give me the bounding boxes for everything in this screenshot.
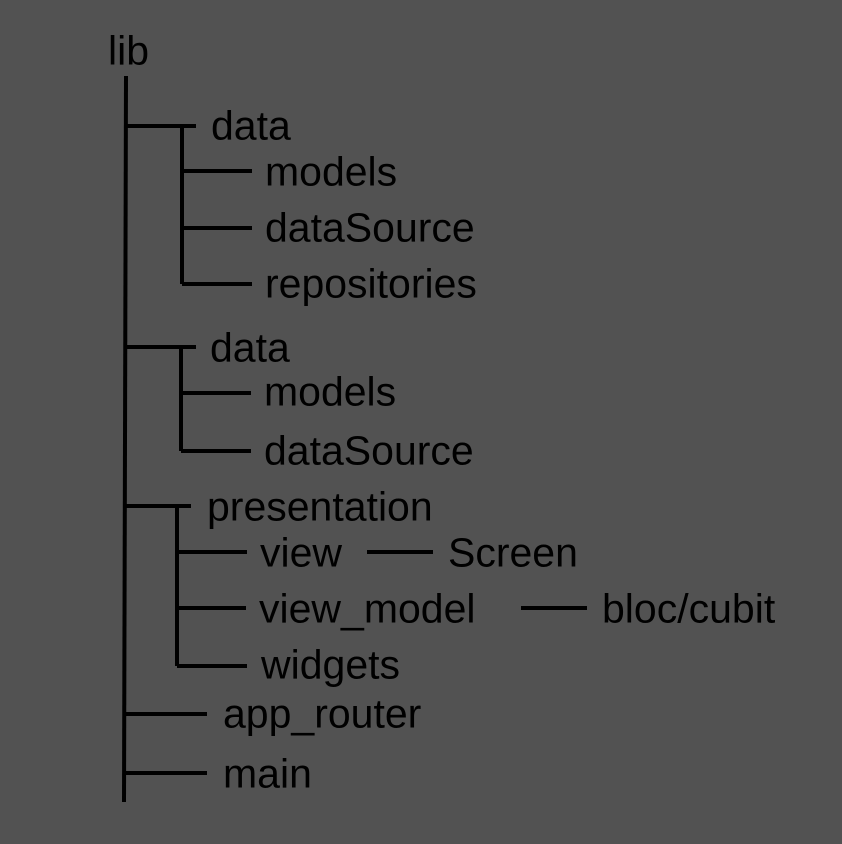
section2-models-label: models: [264, 368, 397, 415]
section1-datasource-label: dataSource: [265, 204, 475, 251]
root-trunk-line: [122, 75, 128, 803]
section1-repositories-label: repositories: [265, 260, 477, 307]
section2-datasource-label: dataSource: [264, 427, 474, 474]
section1-folder-label: data: [211, 102, 291, 149]
section3-view-leaf-label: Screen: [448, 529, 578, 576]
app-router-label: app_router: [223, 690, 422, 737]
section3-viewmodel-label: view_model: [259, 585, 476, 632]
section3-folder-label: presentation: [207, 483, 433, 530]
section3-widgets-label: widgets: [261, 641, 401, 688]
section1-models-label: models: [265, 148, 398, 195]
main-label: main: [223, 750, 312, 797]
section2-folder-label: data: [210, 324, 290, 371]
section3-view-label: view: [260, 529, 343, 576]
root-folder-label: lib: [108, 27, 150, 74]
section3-viewmodel-leaf-label: bloc/cubit: [602, 585, 776, 632]
